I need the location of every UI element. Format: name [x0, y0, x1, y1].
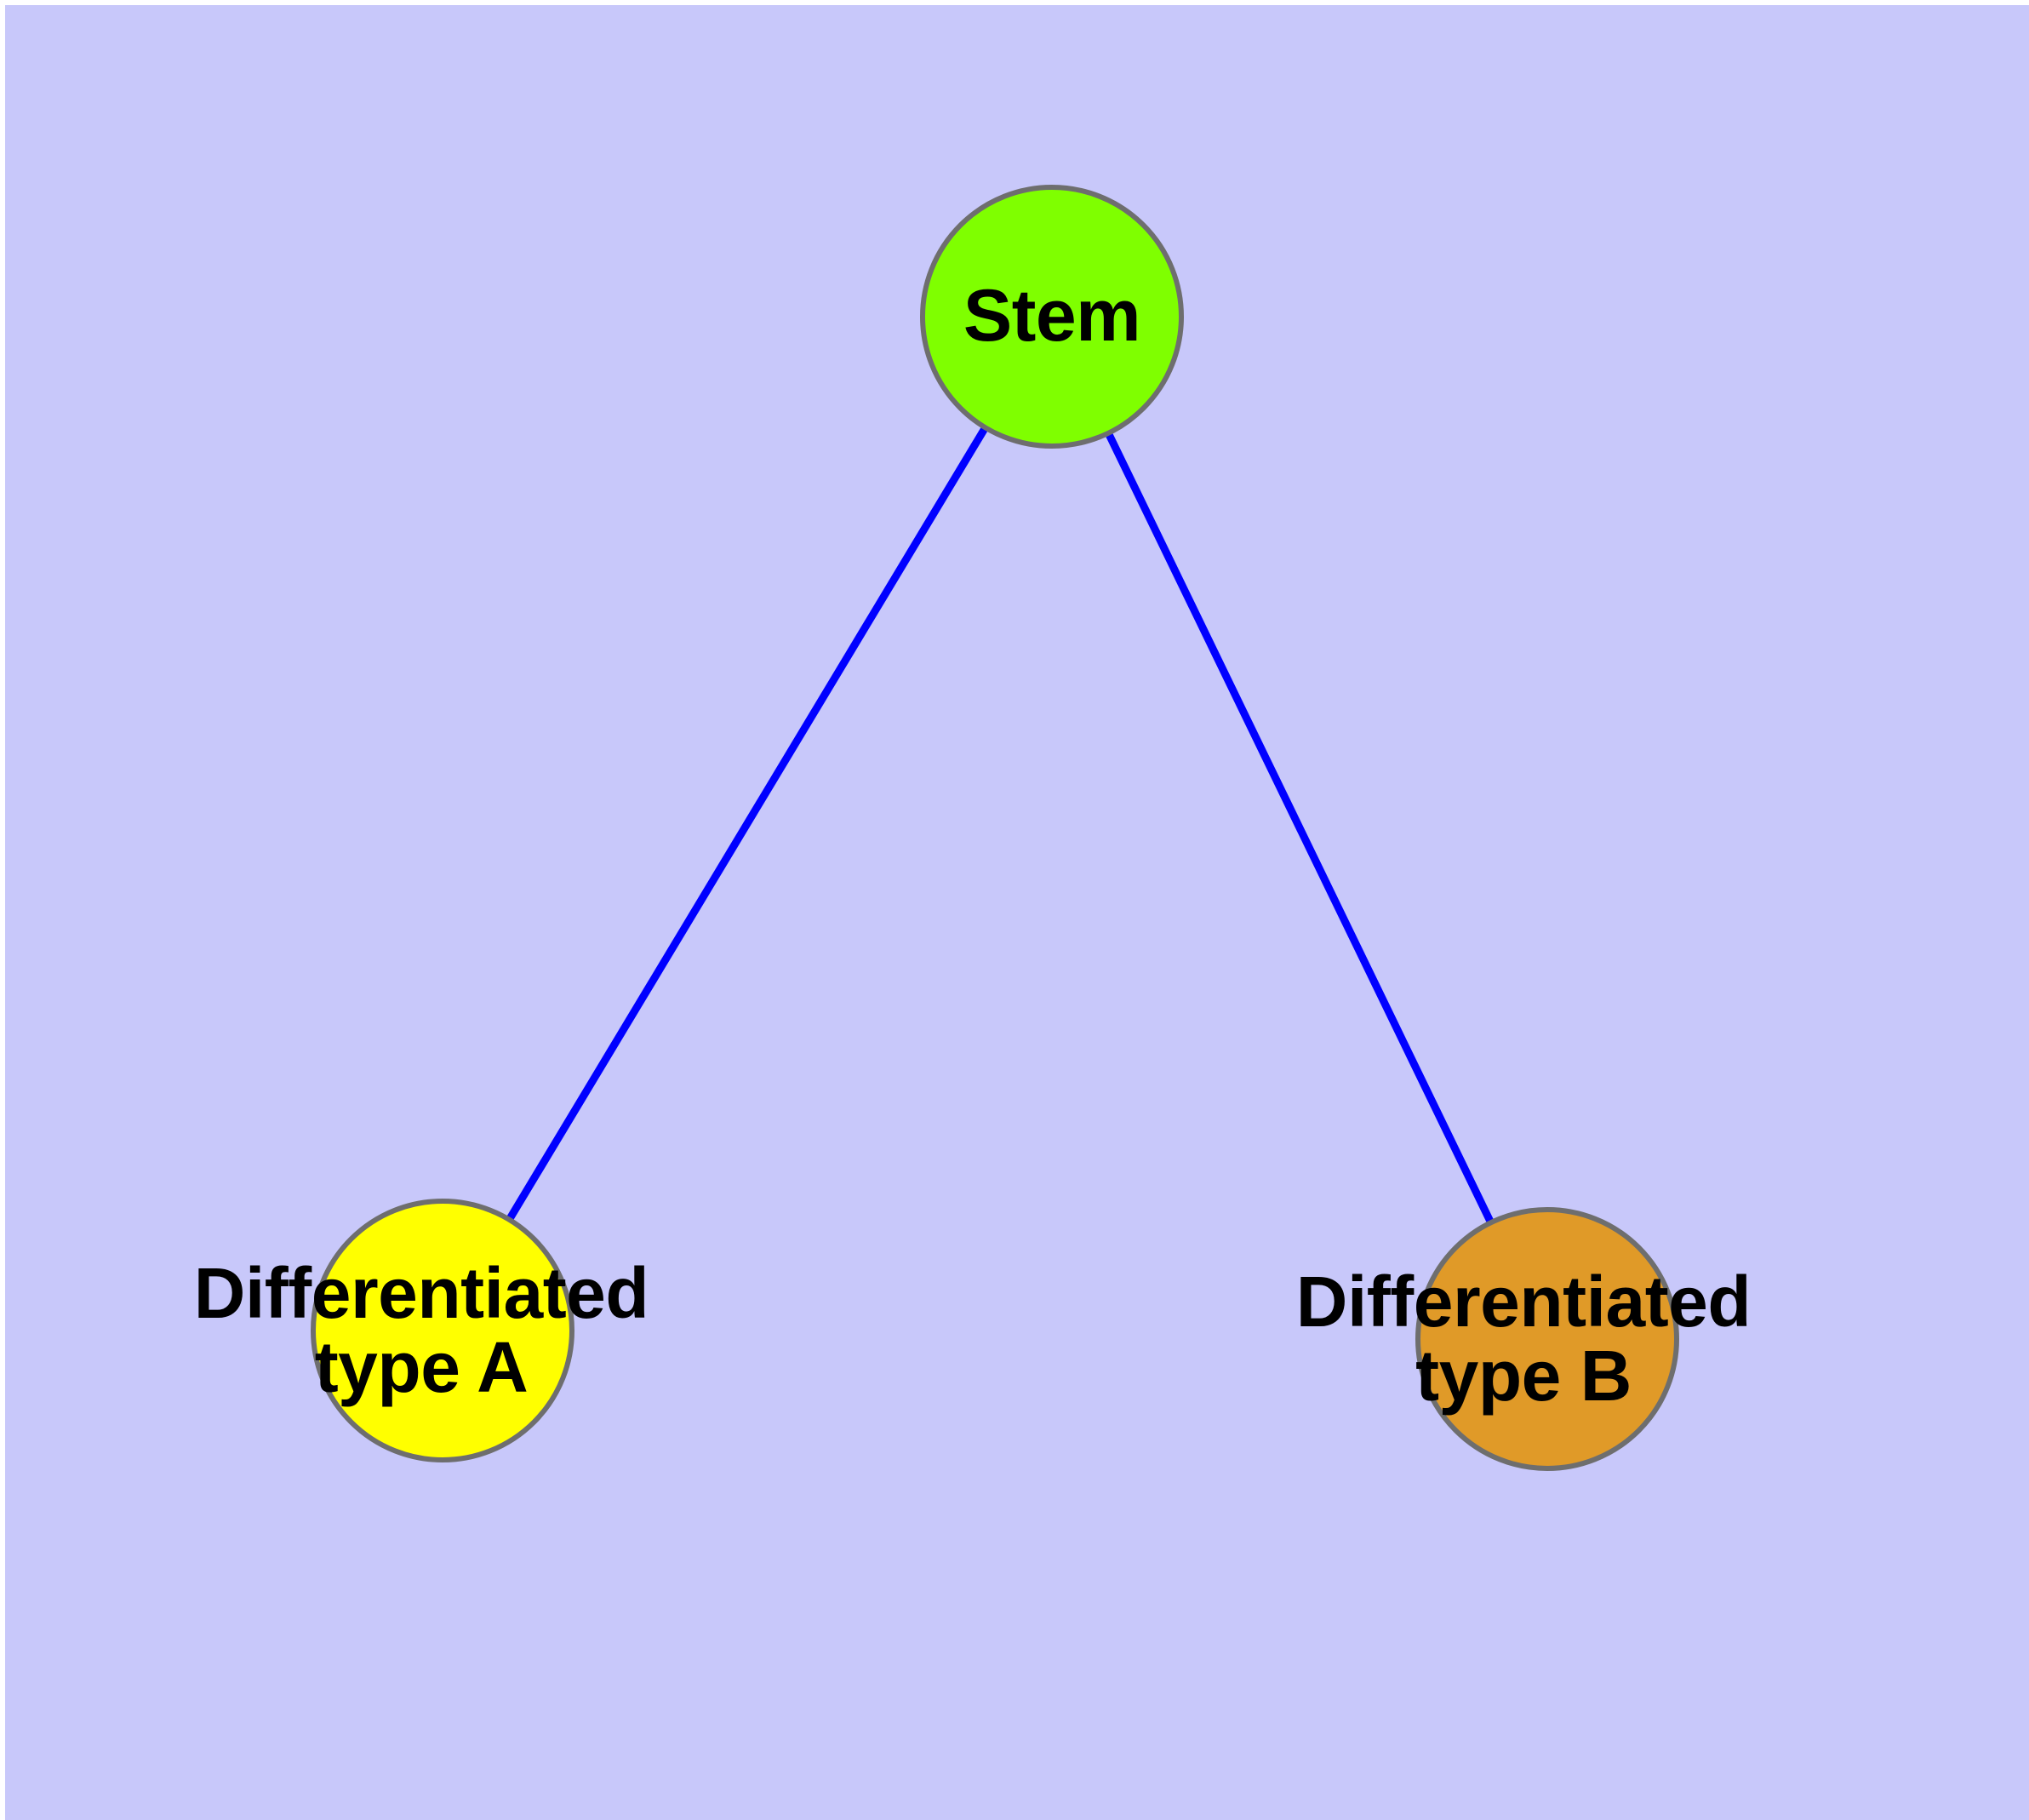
graph-node-diff_a[interactable] — [311, 1199, 574, 1462]
graph-edge — [1048, 315, 1552, 1341]
graph-node-diff_b[interactable] — [1415, 1207, 1679, 1471]
graph-edge — [439, 314, 1055, 1333]
node-layer — [311, 185, 1679, 1471]
graph-node-stem[interactable] — [920, 185, 1184, 449]
edge-layer — [439, 314, 1552, 1341]
